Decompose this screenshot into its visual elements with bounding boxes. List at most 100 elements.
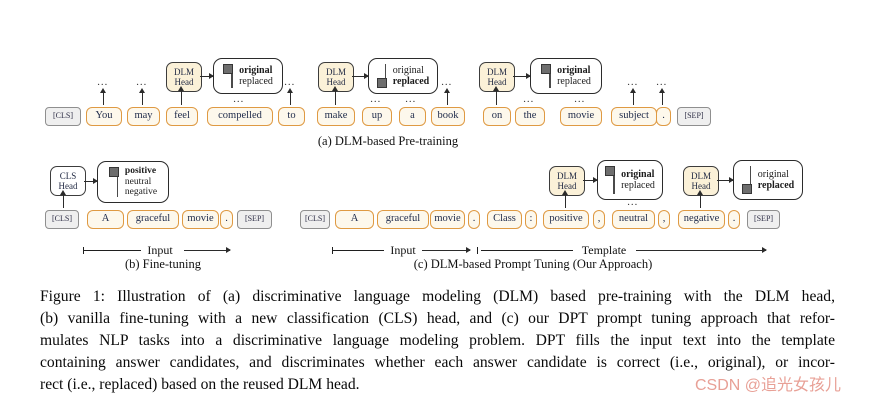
token: graceful (127, 210, 179, 229)
output-option: original (557, 65, 591, 76)
arrow-up (630, 88, 637, 105)
cls-head-label: CLS (59, 171, 77, 181)
output-option: neutral (124, 176, 152, 187)
dlm-head-label: Head (487, 77, 507, 87)
arrow-right (717, 177, 734, 184)
ellipsis: … (626, 76, 640, 88)
arrow-up (562, 190, 569, 208)
token-cls: [CLS] (300, 210, 330, 229)
dlm-head-label: DLM (487, 67, 507, 77)
token: on (483, 107, 511, 126)
cls-head-box: CLS Head (50, 166, 86, 196)
token: A (87, 210, 124, 229)
token: up (362, 107, 392, 126)
caption-line: Figure 1: Illustration of (a) discrimina… (40, 288, 835, 305)
span-line (83, 250, 141, 251)
span-line (481, 250, 573, 251)
token: , (593, 210, 605, 229)
span-label-input: Input (390, 243, 416, 257)
token: subject (611, 107, 657, 126)
dlm-head-label: DLM (326, 67, 346, 77)
arrow-right (200, 73, 214, 80)
output-option: replaced (557, 76, 591, 87)
output-option: original (621, 169, 655, 180)
token: to (278, 107, 305, 126)
dlm-head-label: DLM (557, 171, 577, 181)
arrow-right (636, 247, 767, 254)
token: Class (487, 210, 522, 229)
dlm-head-label: Head (557, 181, 577, 191)
subcaption-a: (a) DLM-based Pre-training (317, 134, 459, 148)
arrow-right (184, 247, 231, 254)
token-sep: [SEP] (677, 107, 711, 126)
token: movie (560, 107, 602, 126)
token: , (658, 210, 670, 229)
arrow-up (493, 86, 500, 105)
token-cls: [CLS] (45, 210, 79, 229)
dlm-head-label: Head (174, 77, 194, 87)
output-option: positive (124, 166, 157, 177)
cls-head-label: Head (58, 181, 78, 191)
token: compelled (207, 107, 273, 126)
ellipsis: … (369, 93, 383, 105)
token-sep: [SEP] (237, 210, 272, 229)
pointer-flag-icon (741, 163, 755, 197)
csdn-watermark: CSDN @追光女孩儿 (695, 377, 842, 394)
token: . (656, 107, 671, 126)
arrow-up (100, 88, 107, 105)
dlm-output-box: original replaced (368, 58, 438, 94)
token: book (431, 107, 465, 126)
token: . (468, 210, 480, 229)
arrow-up (60, 190, 67, 208)
pointer-flag-icon (376, 61, 390, 91)
token: positive (543, 210, 589, 229)
token-sep: [SEP] (747, 210, 780, 229)
caption-line: (b) vanilla fine-tuning with a new class… (40, 310, 835, 327)
token: . (220, 210, 233, 229)
arrow-right (583, 177, 598, 184)
arrow-up (178, 86, 185, 105)
output-option: negative (124, 187, 158, 198)
dlm-head-label: DLM (174, 67, 194, 77)
ellipsis: … (573, 93, 587, 105)
arrow-up (444, 88, 451, 105)
ellipsis: … (655, 76, 669, 88)
token: neutral (612, 210, 655, 229)
token: : (525, 210, 537, 229)
arrow-up (659, 88, 666, 105)
ellipsis: … (626, 196, 640, 208)
output-option: replaced (757, 180, 795, 191)
dlm-head-label: Head (326, 77, 346, 87)
output-option: original (239, 65, 273, 76)
caption-line: mulates NLP tasks into a discriminative … (40, 332, 835, 349)
pointer-flag-icon (108, 164, 122, 200)
token: A (335, 210, 374, 229)
arrow-up (332, 86, 339, 105)
token: feel (166, 107, 198, 126)
caption-line: containing answer candidates, and discri… (40, 354, 835, 371)
token: may (127, 107, 160, 126)
subcaption-c: (c) DLM-based Prompt Tuning (Our Approac… (413, 257, 653, 271)
token: movie (430, 210, 465, 229)
ellipsis: … (440, 76, 454, 88)
ellipsis: … (96, 76, 110, 88)
dlm-head-label: Head (691, 181, 711, 191)
ellipsis: … (283, 76, 297, 88)
ellipsis: … (135, 76, 149, 88)
output-option: original (392, 65, 424, 76)
arrow-right (352, 73, 369, 80)
dlm-output-box: original replaced (530, 58, 602, 94)
subcaption-b: (b) Fine-tuning (124, 257, 202, 271)
pointer-flag-icon (223, 61, 236, 91)
dlm-output-box: original replaced (597, 160, 663, 200)
arrow-right (422, 247, 471, 254)
pointer-flag-icon (541, 61, 554, 91)
arrow-up (139, 88, 146, 105)
output-option: replaced (621, 180, 655, 191)
arrow-up (697, 190, 704, 208)
span-line (332, 250, 384, 251)
dlm-head-box: DLM Head (318, 62, 354, 92)
span-label-template: Template (581, 243, 627, 257)
ellipsis: … (522, 93, 536, 105)
